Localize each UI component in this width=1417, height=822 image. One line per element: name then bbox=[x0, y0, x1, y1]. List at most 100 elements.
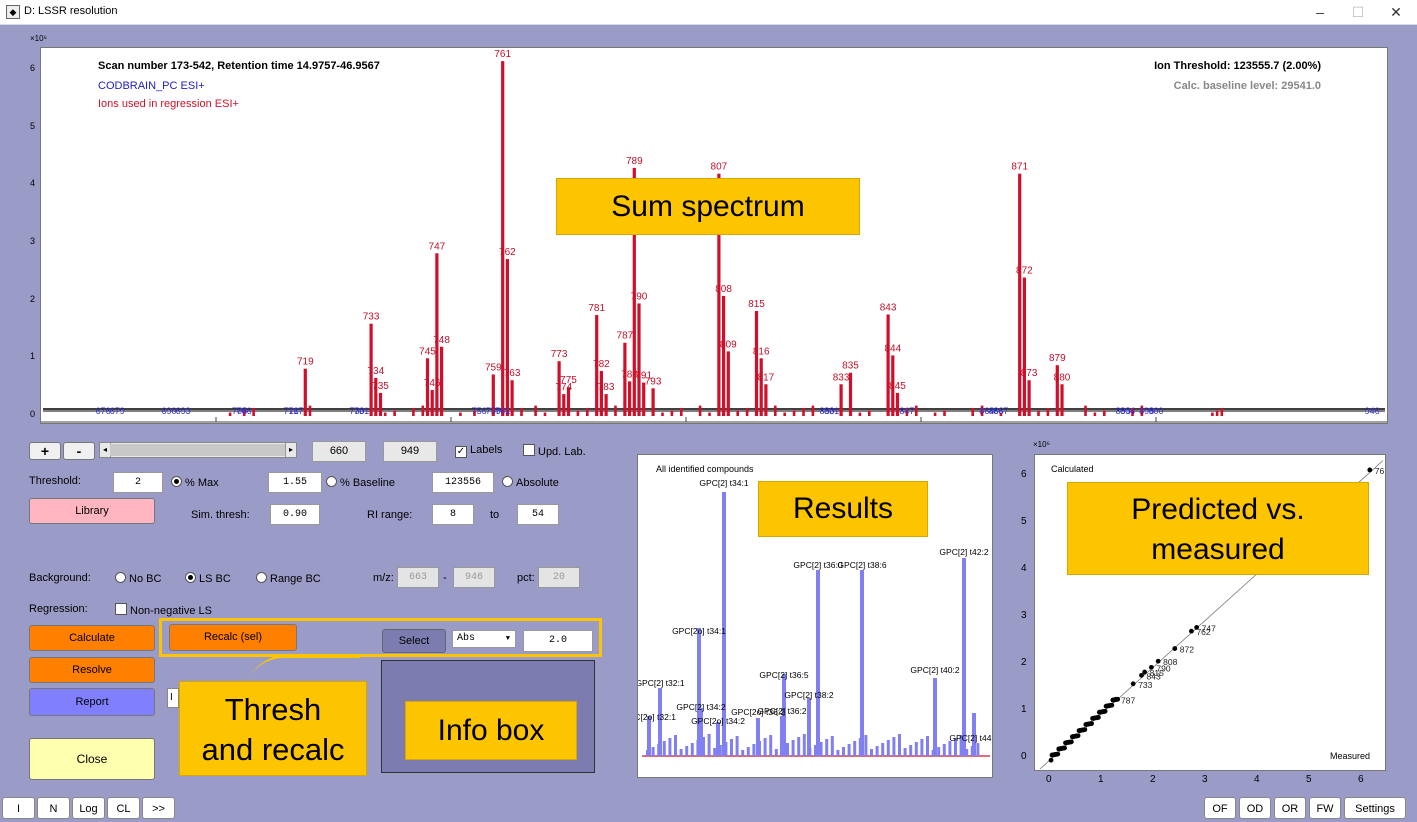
baseline-input[interactable]: 1.55 bbox=[268, 472, 322, 493]
bottom-button-or[interactable]: OR bbox=[1274, 797, 1306, 819]
results-bar-0 bbox=[722, 492, 726, 756]
blue-label-706: 706 bbox=[237, 406, 252, 416]
scatter-label-843: 843 bbox=[1147, 671, 1161, 681]
noise-bar bbox=[614, 405, 617, 416]
resolve-button[interactable]: Resolve bbox=[29, 657, 155, 683]
noise-bar bbox=[708, 412, 711, 416]
recalc-sel-button[interactable]: Recalc (sel) bbox=[169, 624, 297, 651]
bottom-button-od[interactable]: OD bbox=[1239, 797, 1271, 819]
close-button[interactable]: Close bbox=[29, 738, 155, 780]
peak-bar-745 bbox=[425, 358, 430, 416]
bottom-button-log[interactable]: Log bbox=[72, 797, 105, 819]
library-button[interactable]: Library bbox=[29, 498, 155, 524]
ri-high-input[interactable]: 54 bbox=[517, 504, 559, 525]
results-small-bar bbox=[713, 748, 717, 756]
blue-label-717: 717 bbox=[288, 406, 303, 416]
absolute-input[interactable]: 123556 bbox=[432, 472, 494, 493]
scatter-x-title: Measured bbox=[1329, 751, 1370, 761]
noise-bar bbox=[383, 412, 387, 416]
ls-bc-radio[interactable]: LS BC bbox=[185, 572, 231, 585]
peak-bar-880 bbox=[1060, 384, 1064, 416]
noise-bar bbox=[252, 407, 255, 416]
bottom-button-fw[interactable]: FW bbox=[1309, 797, 1341, 819]
range-scrollbar[interactable]: ◂ ▸ bbox=[99, 442, 297, 458]
peak-bar-872 bbox=[1022, 277, 1026, 416]
results-label-4: GPC[2o] t34:1 bbox=[672, 626, 726, 636]
calculate-button[interactable]: Calculate bbox=[29, 625, 155, 651]
range-bc-radio[interactable]: Range BC bbox=[256, 572, 321, 585]
results-label-0: GPC[2] t34:1 bbox=[699, 478, 748, 488]
results-small-bar bbox=[752, 744, 756, 756]
noise-bar bbox=[228, 412, 232, 416]
scatter-point bbox=[1109, 702, 1115, 708]
noise-bar bbox=[421, 405, 425, 416]
scroll-thumb[interactable] bbox=[110, 444, 285, 456]
peak-label-789: 789 bbox=[626, 156, 643, 167]
results-small-bar bbox=[786, 743, 789, 756]
noise-bar bbox=[943, 410, 946, 416]
pct-baseline-radio[interactable]: % Baseline bbox=[326, 476, 395, 489]
peak-label-816: 816 bbox=[753, 346, 770, 357]
no-bc-radio[interactable]: No BC bbox=[115, 572, 161, 585]
abs-value-input[interactable]: 2.0 bbox=[523, 630, 593, 652]
sim-thresh-input[interactable]: 0.90 bbox=[270, 504, 320, 525]
spectrum-y-tick-2: 2 bbox=[30, 293, 36, 304]
report-options-field[interactable]: I bbox=[167, 688, 179, 708]
threshold-input[interactable]: 2 bbox=[113, 472, 163, 493]
noise-bar bbox=[933, 412, 937, 416]
pct-max-radio[interactable]: % Max bbox=[171, 476, 219, 489]
blue-label-830: 830 bbox=[819, 406, 834, 416]
bottom-button-settings[interactable]: Settings bbox=[1344, 797, 1406, 819]
mz-low-input[interactable]: 663 bbox=[397, 567, 439, 588]
results-bar-6 bbox=[782, 674, 786, 756]
bottom-button-[interactable]: >> bbox=[142, 797, 175, 819]
bottom-button-cl[interactable]: CL bbox=[107, 797, 140, 819]
maximize-button[interactable]: ☐ bbox=[1351, 4, 1365, 20]
peak-bar-773 bbox=[557, 361, 561, 416]
scatter-y-tick-0: 0 bbox=[1021, 751, 1027, 762]
noise-bar bbox=[1211, 412, 1214, 416]
scatter-x-tick-5: 5 bbox=[1306, 774, 1312, 785]
results-small-bar bbox=[892, 737, 896, 756]
info-box: Info box bbox=[381, 660, 595, 773]
scatter-axes[interactable]: 761747762872808790815843733787 Calculate… bbox=[1034, 454, 1386, 771]
select-button[interactable]: Select bbox=[382, 629, 446, 653]
scatter-point bbox=[1048, 757, 1054, 763]
upd-lab-checkbox[interactable]: Upd. Lab. bbox=[523, 444, 586, 458]
zoom-in-button[interactable]: + bbox=[29, 442, 61, 460]
minimize-button[interactable]: – bbox=[1316, 4, 1324, 20]
blue-label-716: 716 bbox=[284, 406, 299, 416]
peak-label-747: 747 bbox=[429, 241, 446, 252]
close-window-button[interactable]: ✕ bbox=[1390, 4, 1402, 20]
results-small-bar bbox=[909, 745, 913, 756]
bottom-button-n[interactable]: N bbox=[37, 797, 70, 819]
results-label-3: GPC[2] t42:2 bbox=[939, 547, 988, 557]
abs-dropdown[interactable]: Abs ▼ bbox=[452, 630, 516, 648]
non-negative-checkbox[interactable]: Non-negative LS bbox=[115, 603, 212, 617]
zoom-out-button[interactable]: - bbox=[63, 442, 95, 460]
noise-bar bbox=[459, 412, 462, 416]
results-bar-14 bbox=[756, 718, 760, 756]
range-high-field[interactable]: 949 bbox=[383, 441, 437, 462]
range-low-field[interactable]: 660 bbox=[312, 441, 366, 462]
results-bar-13 bbox=[716, 722, 720, 756]
scroll-right-icon[interactable]: ▸ bbox=[285, 443, 296, 457]
peak-label-807: 807 bbox=[711, 162, 728, 173]
mz-high-input[interactable]: 946 bbox=[453, 567, 495, 588]
scatter-point bbox=[1102, 708, 1108, 714]
results-small-bar bbox=[920, 739, 924, 756]
labels-checkbox[interactable]: ✓Labels bbox=[455, 444, 503, 458]
absolute-radio[interactable]: Absolute bbox=[502, 476, 559, 489]
spectrum-y-tick-0: 0 bbox=[30, 409, 36, 419]
ri-low-input[interactable]: 8 bbox=[432, 504, 474, 525]
pct-input[interactable]: 20 bbox=[538, 567, 580, 588]
peak-label-833: 833 bbox=[833, 372, 850, 383]
results-small-bar bbox=[707, 734, 711, 756]
results-small-bar bbox=[690, 743, 694, 756]
bottom-button-of[interactable]: OF bbox=[1204, 797, 1236, 819]
report-button[interactable]: Report bbox=[29, 688, 155, 716]
bottom-button-i[interactable]: I bbox=[2, 797, 35, 819]
